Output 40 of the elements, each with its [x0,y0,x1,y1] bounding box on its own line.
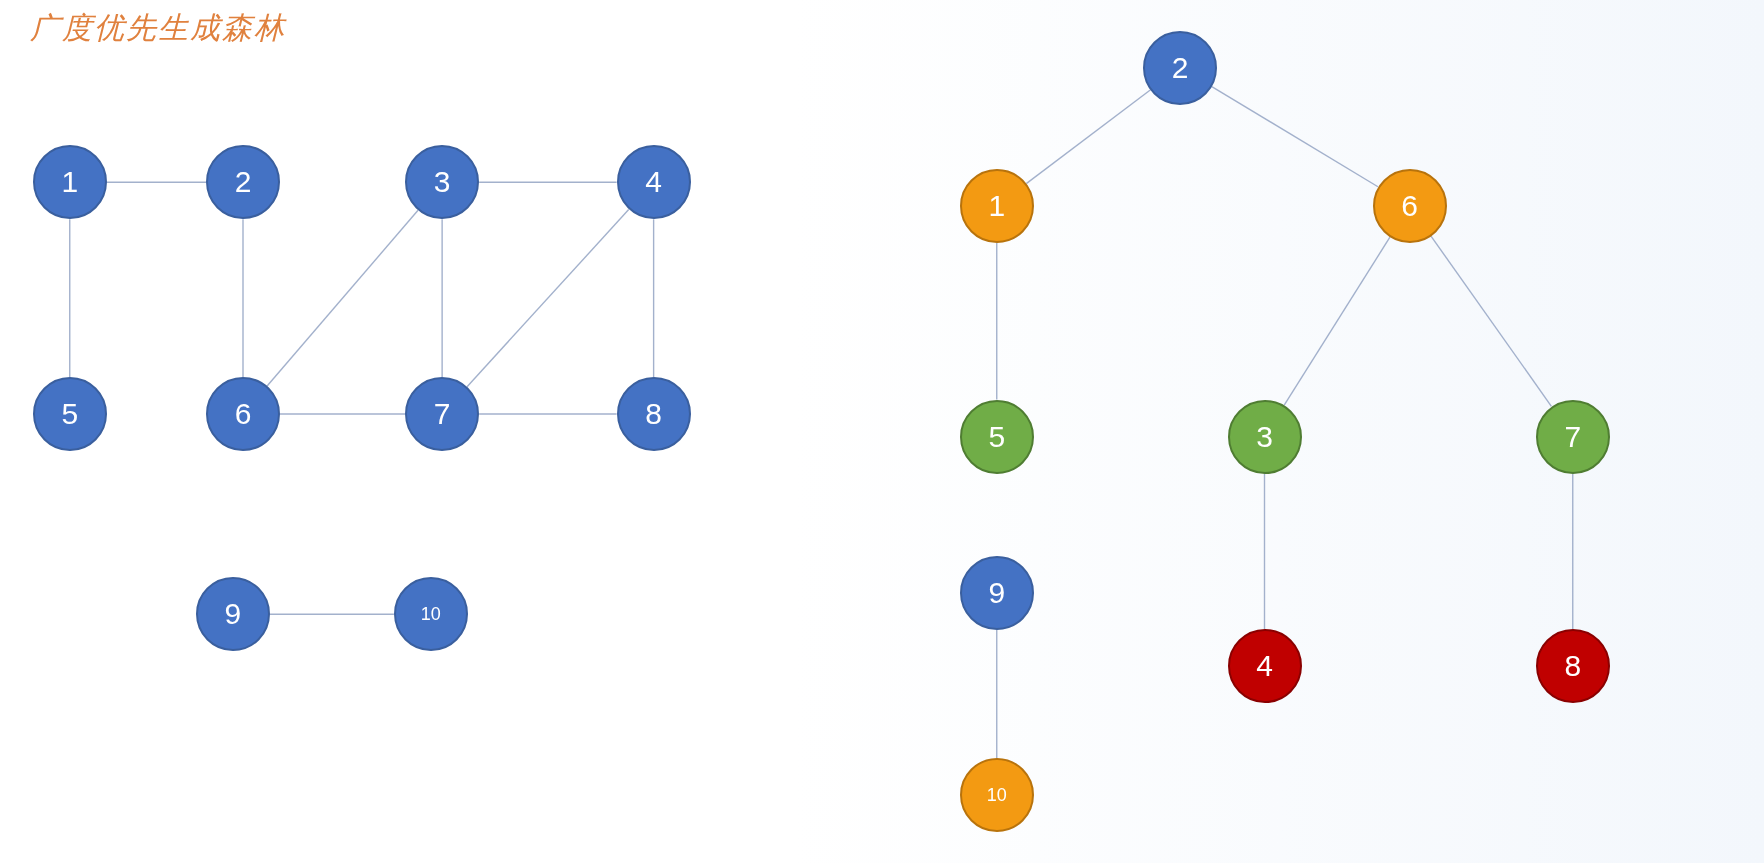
vertex-circle: 8 [1535,629,1610,703]
graph-edge [466,208,630,388]
vertex-circle: 5 [959,399,1034,474]
vertex-circle: 4 [1227,629,1302,703]
graph-edge [106,181,207,183]
vertex-circle: 10 [393,577,468,652]
vertex-circle: 2 [206,145,280,220]
vertex-circle: 8 [616,377,691,451]
graph-edge [996,242,998,401]
graph-edge [478,413,618,415]
vertex-circle: 2 [1143,30,1218,105]
graph-edge [269,613,395,615]
vertex-circle: 1 [959,168,1034,243]
graph-edge [1430,235,1553,407]
vertex-circle: 6 [1372,168,1447,243]
vertex-circle: 4 [616,145,691,220]
vertex-circle: 5 [32,377,107,451]
graph-edge [1572,472,1574,630]
graph-edge [266,209,419,387]
vertex-circle: 6 [206,377,280,451]
vertex-circle: 7 [405,377,480,451]
graph-edge [996,629,998,760]
graph-edge [1283,236,1391,406]
vertex-circle: 3 [405,145,480,220]
graph-edge [69,218,71,378]
graph-edge [1025,89,1152,185]
graph-edge [279,413,406,415]
graph-edge [652,218,655,378]
vertex-circle: 9 [959,555,1034,630]
title: 广度优先生成森林 [30,9,286,47]
graph-edge [478,181,618,183]
vertex-circle: 1 [32,145,107,220]
graph-edge [441,218,443,378]
vertex-circle: 7 [1535,399,1610,474]
vertex-circle: 3 [1227,399,1302,474]
graph-edge [1211,85,1379,188]
graph-edge [1263,472,1266,630]
vertex-circle: 9 [195,577,270,652]
vertex-circle: 10 [959,758,1034,833]
graph-edge [242,218,244,378]
